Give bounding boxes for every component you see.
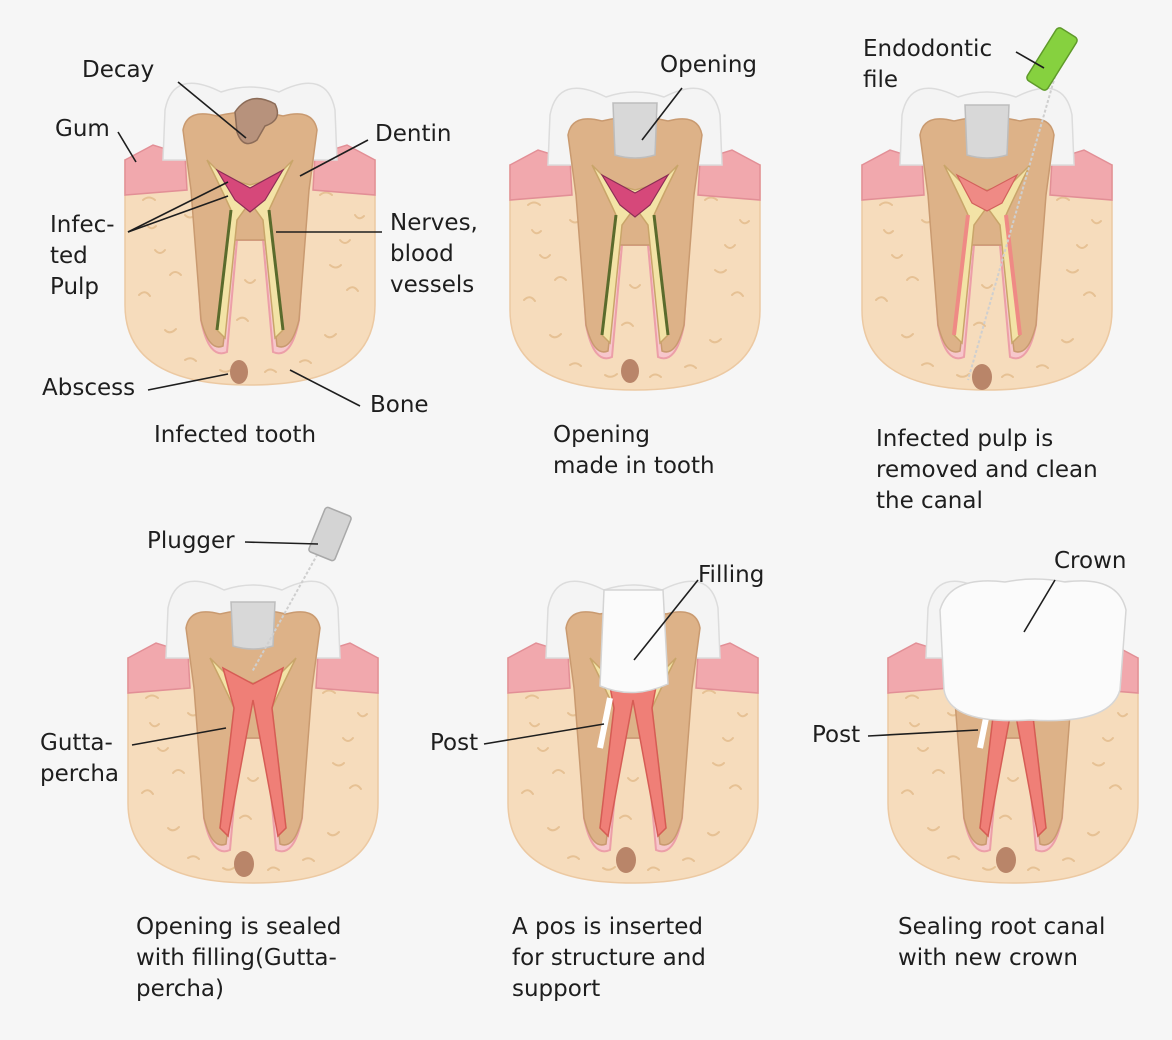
plugger-tool [251,506,352,673]
caption-post-inserted: A pos is inserted for structure and supp… [512,914,706,1002]
crown-cap [939,578,1127,722]
label-plugger: Plugger [147,528,235,554]
label-opening: Opening [660,52,757,78]
decay-area [234,97,279,145]
label-infected-pulp: Infec- ted Pulp [50,212,115,300]
panel-post [507,580,759,884]
label-post: Post [430,730,479,756]
label-bone: Bone [370,392,429,418]
gutta-percha-fill [219,666,287,838]
label-crown: Crown [1054,548,1127,574]
label-dentin: Dentin [375,121,452,147]
label-abscess: Abscess [42,375,136,401]
label-gum: Gum [55,116,110,142]
abscess-mark [230,360,248,384]
panel-infected-tooth [124,82,376,386]
label-decay: Decay [82,57,155,83]
label-nerves-blood-vessels: Nerves, blood vessels [390,210,478,298]
caption-opening-made: Opening made in tooth [553,422,715,479]
caption-infected-tooth: Infected tooth [154,422,317,448]
label-endodontic-file: Endodontic file [863,36,993,93]
leader-lines [117,51,1056,746]
caption-clean-canal: Infected pulp is removed and clean the c… [876,426,1098,514]
panel-clean-canal [861,87,1113,391]
label-gutta-percha: Gutta- percha [40,730,120,787]
panel-sealed [127,580,379,884]
opening-area [612,102,658,159]
caption-new-crown: Sealing root canal with new crown [898,914,1106,971]
endodontic-file-tool [967,27,1078,381]
filling-block [599,589,669,694]
label-filling: Filling [698,562,765,588]
label-post-crown: Post [812,722,861,748]
caption-sealed: Opening is sealed with filling(Gutta- pe… [136,914,342,1002]
panel-opening [509,87,761,391]
infected-pulp-area [215,168,285,213]
